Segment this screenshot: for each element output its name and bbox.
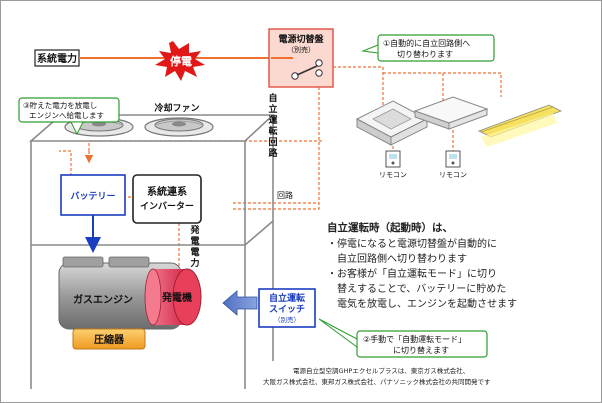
- explanation-line-2: 自立回路側へ切り替わります: [327, 252, 467, 265]
- explanation-line-3: ・お客様が「自立運転モード」に切り: [327, 267, 497, 280]
- switch-contact-top: [315, 59, 323, 67]
- cooling-fan-label: 冷却ファン: [154, 102, 199, 114]
- switch-to-unit-arrow: [222, 290, 258, 316]
- svg-text:自立運転回路: 自立運転回路: [268, 92, 278, 159]
- switchboard-subtitle: （別売）: [287, 45, 315, 54]
- ceiling-light-icon: [475, 104, 563, 147]
- compressor-box: [72, 328, 146, 350]
- callout-2-line1: ②手動で「自動運転モード」: [363, 334, 466, 344]
- generator-label: 発電機: [161, 291, 192, 304]
- callout-1-line1: ①自動的に自立回路側へ: [383, 38, 470, 48]
- remote-label-2: リモコン: [439, 171, 467, 179]
- explanation-title: 自立運転時（起動時）は、: [327, 221, 453, 234]
- battery-label: バッテリー: [70, 191, 115, 202]
- generated-power-label: 発電電力: [189, 224, 200, 269]
- inverter-box: [132, 174, 202, 224]
- cooling-fan-right: [144, 117, 214, 137]
- remote-control-icon-1: [385, 150, 401, 168]
- switchboard-title: 電源切替盤: [278, 33, 324, 45]
- inverter-line2: インバーター: [140, 200, 194, 212]
- footnote-line1: 電源自立型空調GHPエクセルプラスは、東京ガス株式会社、: [293, 366, 469, 375]
- remote-label-1: リモコン: [379, 171, 407, 179]
- indoor-unit-ceiling: [413, 96, 489, 130]
- switch-lever: [296, 65, 318, 76]
- indoor-unit-cassette: [355, 100, 429, 146]
- callout-2-pointer: [318, 318, 358, 348]
- circuit-label: 回路: [277, 190, 293, 200]
- outage-burst-icon: [155, 41, 205, 81]
- standalone-switch-box: [258, 288, 316, 328]
- callout-2-line2: に切り替えます: [393, 345, 449, 355]
- explanation-line-1: ・停電になると電源切替盤が自動的に: [327, 237, 497, 250]
- callout-3-box: [18, 97, 120, 123]
- inverter-line1: 系統連系: [147, 185, 187, 198]
- gas-engine-label: ガスエンジン: [73, 293, 133, 306]
- standalone-switch-line2: スイッチ: [269, 304, 305, 315]
- explanation-line-5: 電気を放電し、エンジンを起動させます: [327, 297, 517, 310]
- grid-power-label: 系統電力: [37, 52, 77, 65]
- explanation-line-4: 替えすることで、バッテリーに貯めた: [327, 282, 506, 295]
- switch-pivot: [291, 72, 299, 80]
- callout-3-line1: ③貯えた電力を放電し: [23, 100, 97, 110]
- battery-box: [60, 174, 126, 216]
- switch-contact-bottom: [315, 69, 323, 77]
- generator: [144, 268, 202, 326]
- outage-label: 停電: [170, 54, 192, 68]
- compressor-label: 圧縮器: [94, 333, 125, 346]
- dashed-wiring: [59, 66, 502, 267]
- standalone-switch-line3: （別売）: [274, 315, 300, 324]
- callout-1-pointer: [361, 44, 379, 54]
- standalone-switch-line1: 自立運転: [269, 292, 305, 304]
- footnote-line2: 大阪ガス株式会社、東邦ガス株式会社、パナソニック株式会社の共同開発です: [263, 377, 491, 386]
- callout-3-line2: エンジンへ給電します: [29, 110, 104, 120]
- standalone-circuit-label: 自立運転回路: [268, 92, 278, 159]
- callout-3-pointer: [70, 121, 84, 136]
- outdoor-unit-housing: [28, 114, 276, 389]
- callout-1-line2: 切り替わります: [397, 49, 453, 59]
- remote-control-icon-2: [445, 150, 461, 168]
- svg-text:発電電力: 発電電力: [189, 224, 200, 269]
